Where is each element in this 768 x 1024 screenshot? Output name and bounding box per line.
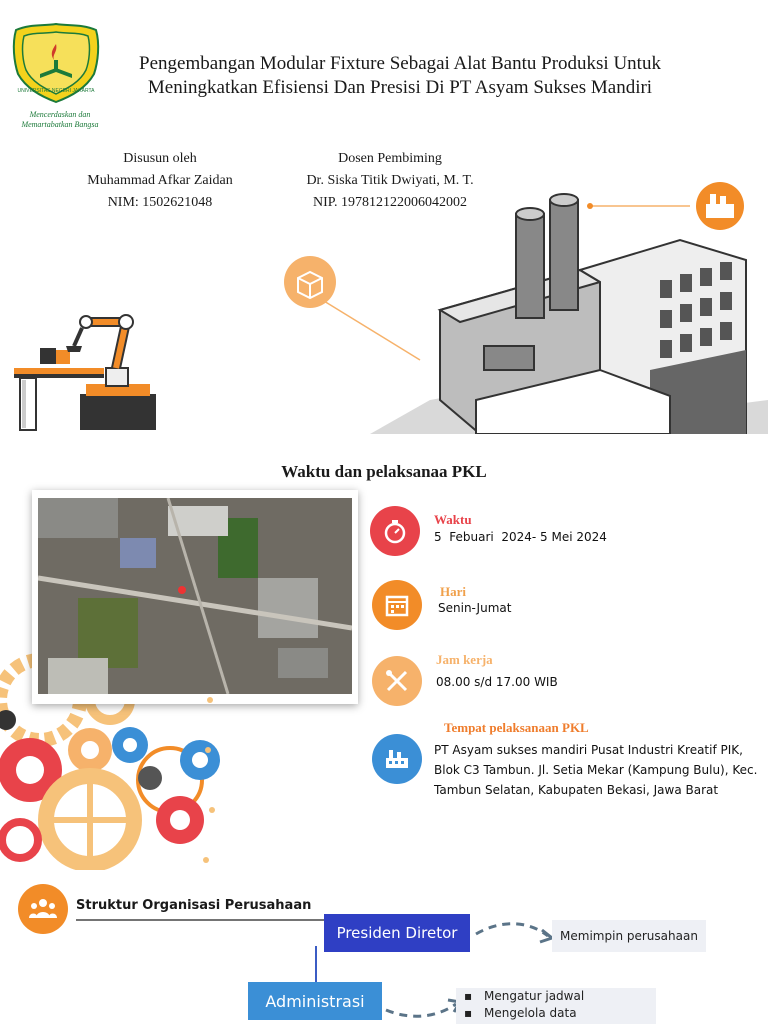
president-task: Memimpin perusahaan	[560, 929, 698, 943]
time-label: Waktu	[434, 512, 472, 527]
tools-icon	[372, 656, 422, 706]
motto-line-2: Memartabatkan Bangsa	[21, 120, 99, 129]
advisor-name: Dr. Siska Titik Dwiyati, M. T.	[306, 173, 474, 188]
admin-task-2: ▪Mengelola data	[464, 1006, 577, 1020]
motto-line-1: Mencerdaskan dan	[29, 110, 91, 119]
president-task-box: Memimpin perusahaan	[552, 920, 706, 952]
org-icon	[18, 884, 68, 934]
author-name: Muhammad Afkar Zaidan	[87, 173, 233, 188]
university-name: UNIVERSITAS NEGERI JAKARTA	[17, 88, 95, 94]
advisor-block: Dosen Pembiming Dr. Siska Titik Dwiyati,…	[270, 148, 510, 214]
advisor-nip: NIP. 197812122006042002	[312, 195, 467, 210]
day-value: Senin-Jumat	[438, 601, 512, 615]
advisor-label: Dosen Pembiming	[338, 151, 442, 166]
factory-icon	[372, 734, 422, 784]
work-hours-label: Jam kerja	[436, 652, 493, 667]
location-line-1: PT Asyam sukses mandiri Pusat Industri K…	[434, 743, 743, 757]
location-label: Tempat pelaksanaan PKL	[444, 720, 589, 735]
people-icon	[29, 899, 57, 918]
location-line-2: Blok C3 Tambun. Jl. Setia Mekar (Kampung…	[434, 763, 758, 777]
president-label: Presiden Diretor	[336, 924, 458, 942]
factory-illustration	[284, 182, 768, 434]
work-hours-value: 08.00 s/d 17.00 WIB	[436, 675, 558, 689]
calendar-icon	[372, 580, 422, 630]
university-emblem-icon	[12, 22, 100, 104]
day-label: Hari	[440, 584, 466, 599]
author-nim: NIM: 1502621048	[107, 195, 213, 210]
admin-task-1: ▪Mengatur jadwal	[464, 989, 585, 1003]
stopwatch-icon	[370, 506, 420, 556]
author-block: Disusun oleh Muhammad Afkar Zaidan NIM: …	[40, 148, 280, 214]
admin-label: Administrasi	[265, 991, 365, 1011]
org-title: Struktur Organisasi Perusahaan	[76, 898, 312, 913]
location-line-3: Tambun Selatan, Kabupaten Bekasi, Jawa B…	[434, 783, 719, 797]
location-value: PT Asyam sukses mandiri Pusat Industri K…	[434, 740, 757, 800]
robot-arm-illustration	[14, 314, 156, 431]
author-label: Disusun oleh	[123, 151, 197, 166]
decor-dots	[203, 697, 215, 863]
admin-box: Administrasi	[248, 982, 382, 1020]
president-box: Presiden Diretor	[324, 914, 470, 952]
university-logo: Mencerdaskan dan Memartabatkan Bangsa UN…	[10, 22, 102, 132]
title-line-2: Meningkatkan Efisiensi Dan Presisi Di PT…	[147, 77, 653, 98]
schedule-title: Waktu dan pelaksanaa PKL	[281, 462, 487, 481]
time-value: 5 Febuari 2024- 5 Mei 2024	[434, 530, 607, 544]
admin-task-box: ▪Mengatur jadwal ▪Mengelola data	[456, 988, 656, 1024]
satellite-map[interactable]	[38, 498, 352, 694]
title-line-1: Pengembangan Modular Fixture Sebagai Ala…	[139, 53, 661, 74]
page-title: Pengembangan Modular Fixture Sebagai Ala…	[120, 52, 680, 100]
map-image	[38, 498, 352, 694]
